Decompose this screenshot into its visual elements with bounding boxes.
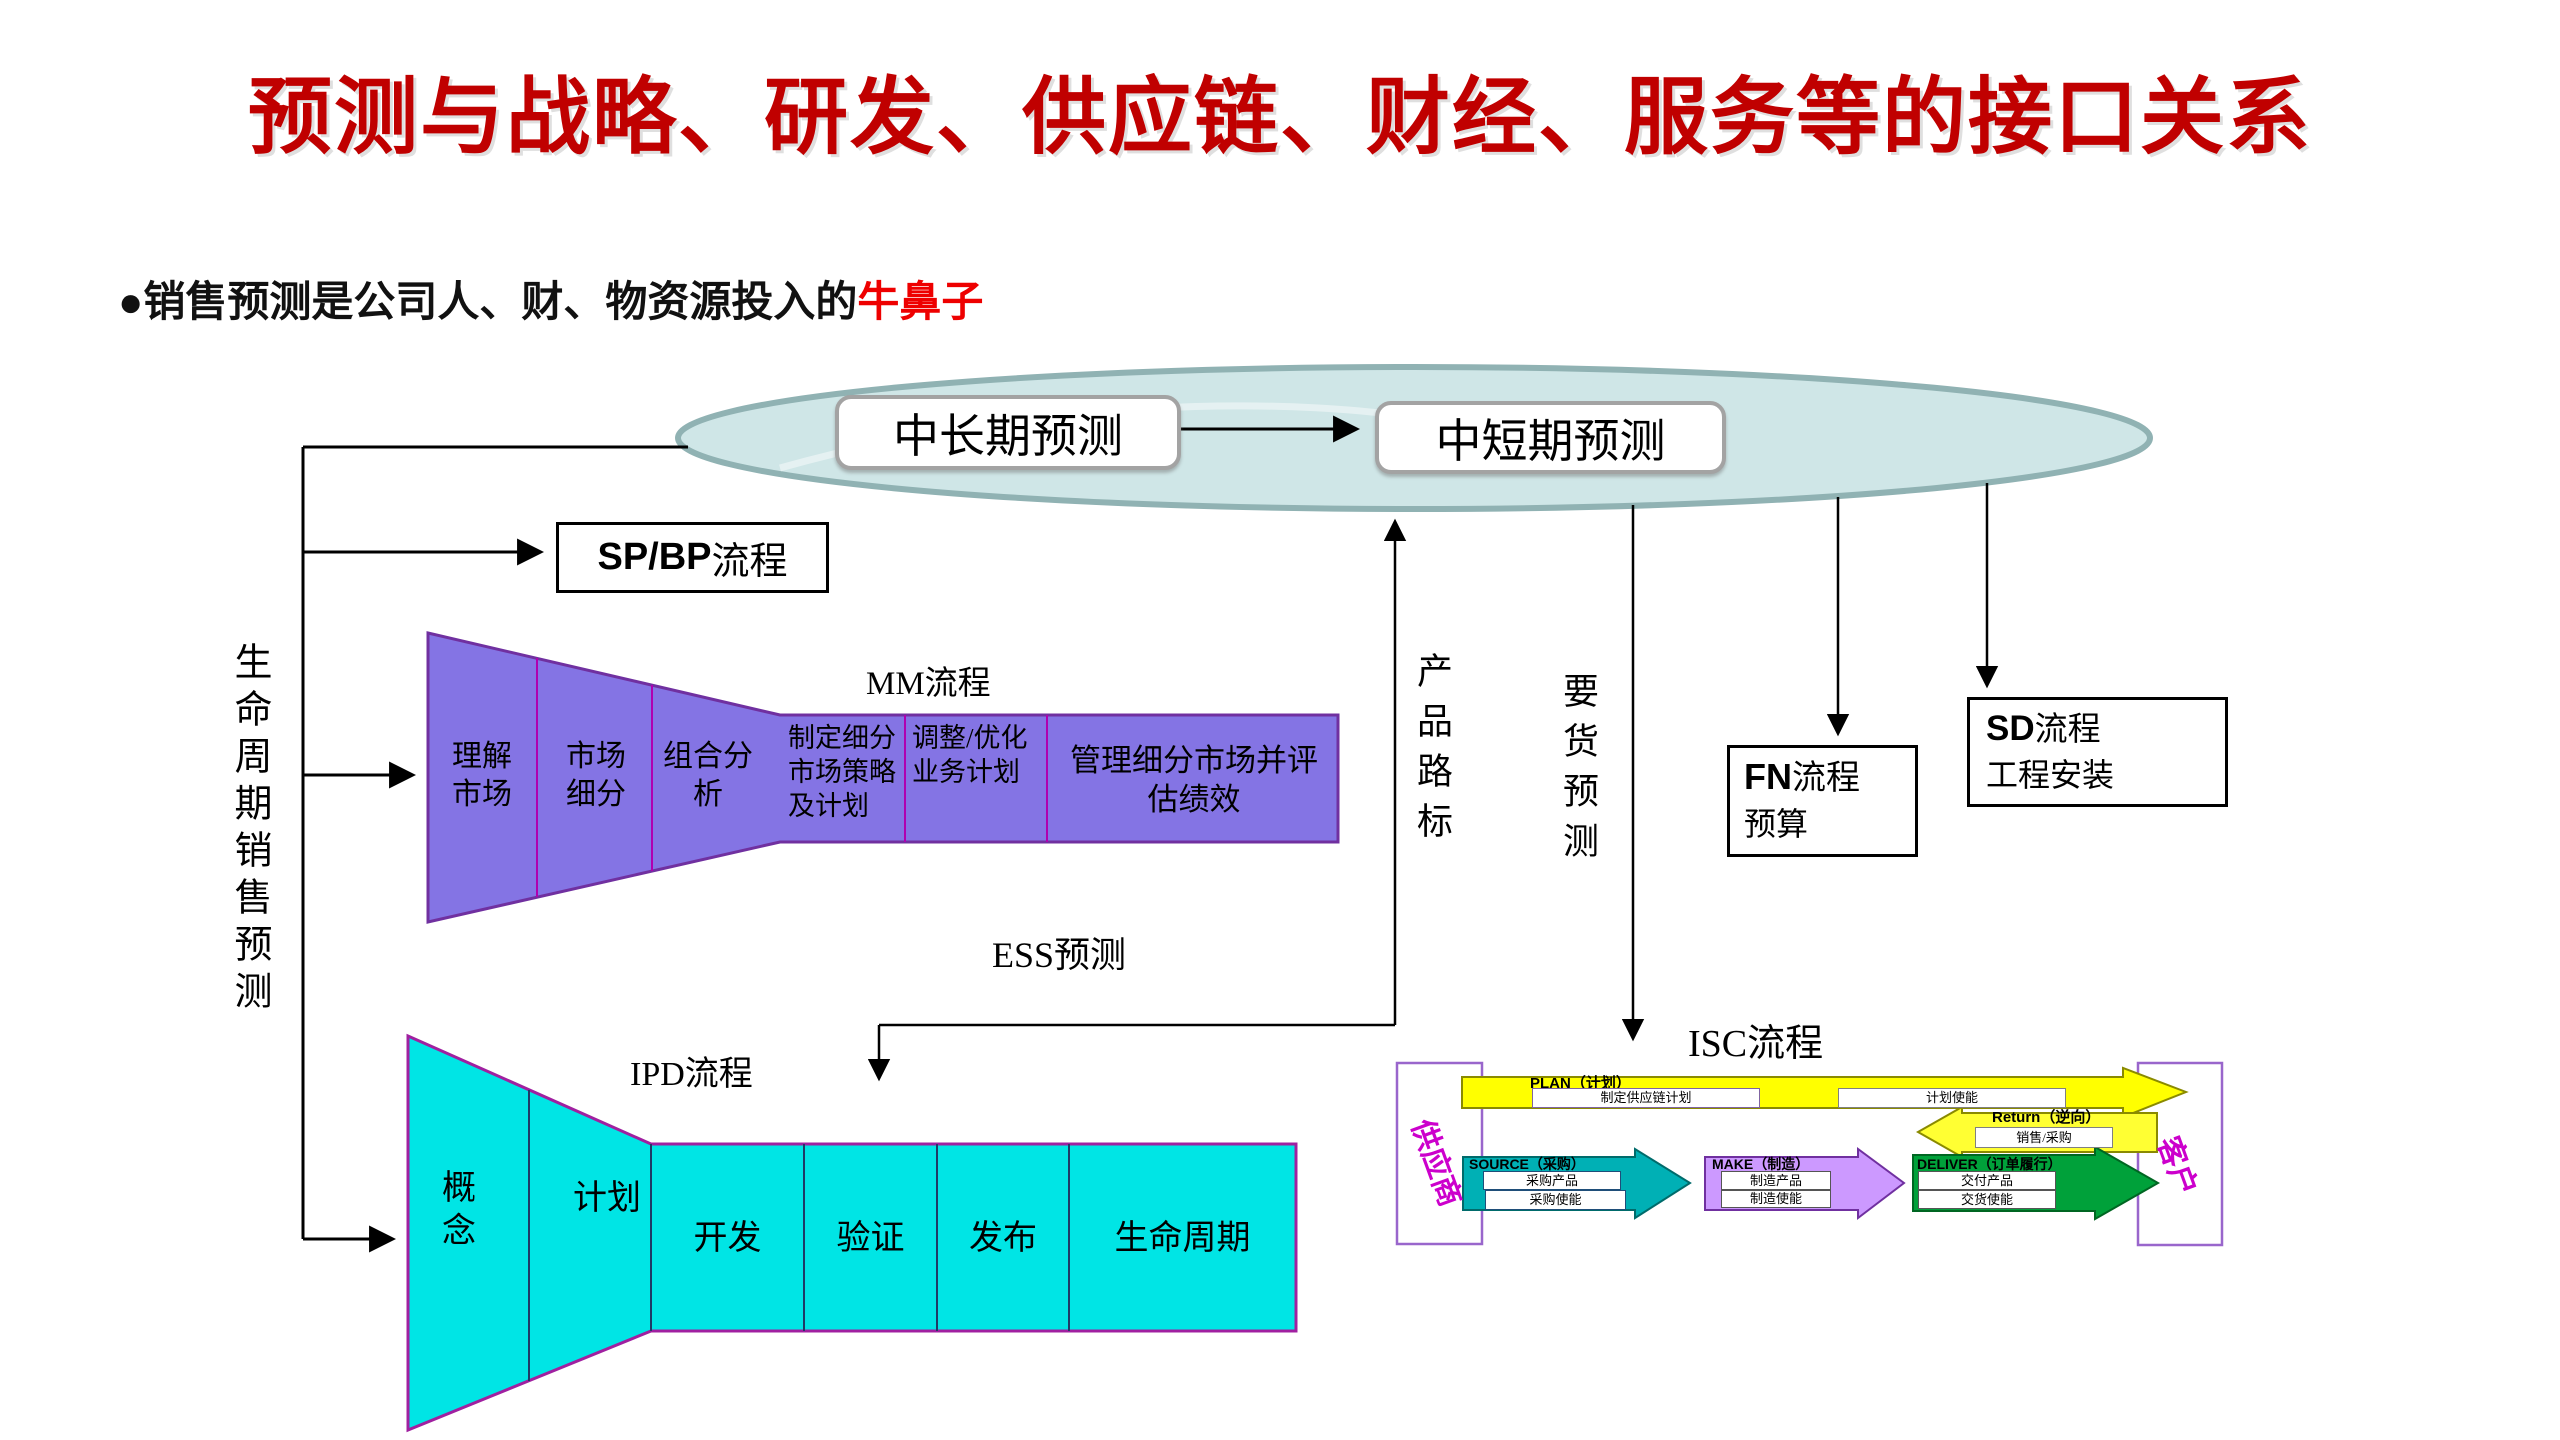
deliver-box-deliver-product: 交付产品	[1918, 1171, 2056, 1190]
fn-process-box[interactable]: FN流程 预算	[1727, 745, 1918, 857]
spbp-cn: 流程	[711, 541, 788, 583]
plan-box-supply-chain-plan: 制定供应链计划	[1532, 1088, 1760, 1108]
make-box-make-enable: 制造使能	[1721, 1190, 1831, 1208]
source-box-purchase-enable: 采购使能	[1485, 1190, 1626, 1210]
ipd-process-label: IPD流程	[630, 1056, 753, 1093]
short-term-forecast-box[interactable]: 中短期预测	[1375, 401, 1726, 474]
page-title: 预测与战略、研发、供应链、财经、服务等的接口关系	[247, 70, 2312, 164]
make-box-make-product: 制造产品	[1721, 1171, 1831, 1190]
mm-stage-adjust-optimize: 调整/优化业务计划	[912, 723, 1028, 787]
mm-stage-market-segmentation: 市场细分	[566, 740, 626, 811]
source-box-purchase-product: 采购产品	[1483, 1171, 1621, 1190]
fn-en: FN	[1744, 756, 1792, 797]
bullet-highlight: 牛鼻子	[857, 278, 984, 325]
fn-budget-label: 预算	[1744, 806, 1809, 842]
isc-process-label: ISC流程	[1688, 1023, 1824, 1065]
plan-box-plan-enable: 计划使能	[1838, 1088, 2066, 1108]
ipd-stage-develop: 开发	[693, 1220, 762, 1257]
short-term-forecast-label: 中短期预测	[1435, 415, 1666, 467]
mm-stage-manage-segments: 管理细分市场并评估绩效	[1070, 743, 1318, 817]
long-term-forecast-box[interactable]: 中长期预测	[835, 395, 1181, 470]
make-arrow-label: MAKE（制造）	[1712, 1156, 1810, 1172]
ipd-stage-release: 发布	[969, 1220, 1037, 1257]
bullet-icon: ●	[118, 278, 144, 325]
sd-en: SD	[1986, 709, 2035, 748]
mm-funnel-shape	[426, 631, 1340, 924]
fn-cn: 流程	[1792, 760, 1860, 797]
sd-install-label: 工程安装	[1986, 757, 2115, 793]
sd-cn: 流程	[2034, 712, 2101, 748]
return-box-sales-purchase: 销售/采购	[1975, 1127, 2113, 1148]
ess-forecast-label: ESS预测	[992, 935, 1127, 975]
deliver-arrow-label: DELIVER（订单履行）	[1917, 1156, 2062, 1172]
sd-process-box[interactable]: SD流程 工程安装	[1967, 697, 2228, 807]
source-arrow-label: SOURCE（采购）	[1469, 1156, 1585, 1172]
plan-arrow-label: PLAN（计划）	[1530, 1075, 1631, 1092]
mm-process-label: MM流程	[866, 666, 991, 702]
product-roadmap-label: 产品路标	[1412, 652, 1452, 852]
spbp-en: SP/BP	[597, 536, 712, 578]
demand-forecast-label: 要货预测	[1558, 672, 1598, 872]
mm-stage-segment-strategy: 制定细分市场策略及计划	[788, 723, 896, 821]
ipd-stage-plan: 计划	[573, 1180, 641, 1217]
mm-stage-portfolio-analysis: 组合分析	[663, 740, 753, 811]
lifecycle-sales-forecast-label: 生命周期销售预测	[228, 642, 270, 1018]
supplier-rail	[1395, 1061, 1484, 1246]
return-arrow-label: Return（逆向）	[1992, 1109, 2101, 1126]
mm-stage-understand-market: 理解市场	[452, 740, 512, 811]
ipd-stage-verify: 验证	[836, 1220, 905, 1257]
ipd-stage-concept: 概念	[442, 1170, 476, 1250]
bullet-line: ●销售预测是公司人、财、物资源投入的牛鼻子	[118, 268, 983, 329]
ipd-stage-lifecycle: 生命周期	[1114, 1220, 1251, 1257]
deliver-box-delivery-enable: 交货使能	[1918, 1190, 2056, 1209]
long-term-forecast-label: 中长期预测	[893, 410, 1123, 462]
bullet-text: 销售预测是公司人、财、物资源投入的	[143, 278, 858, 325]
